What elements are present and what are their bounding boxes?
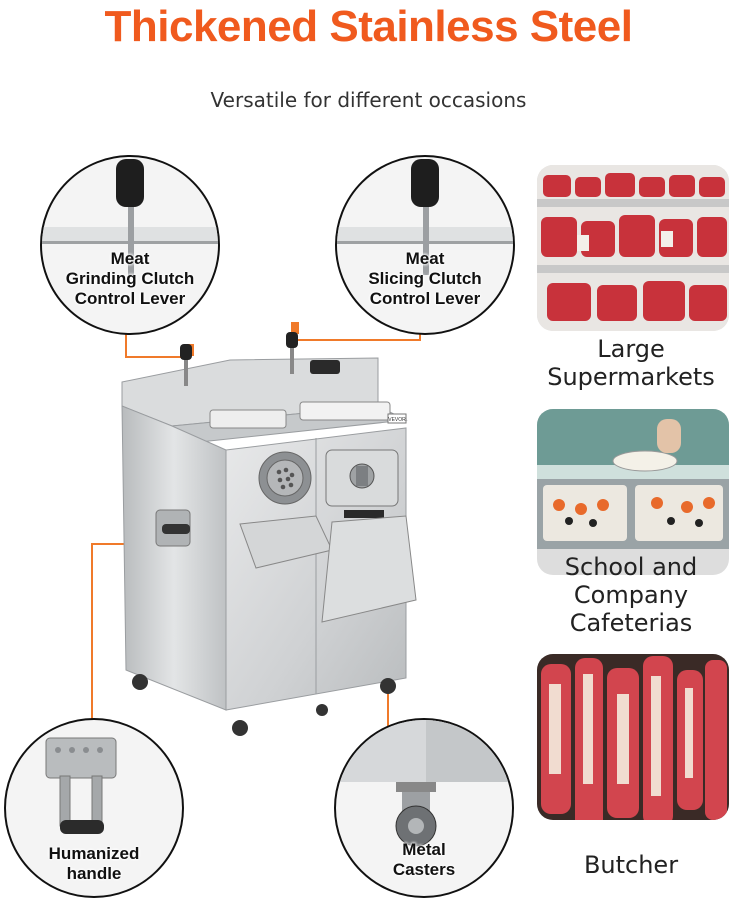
scene-supermarket	[537, 165, 729, 331]
scene-cafeteria	[537, 409, 729, 575]
scene-label-cafeteria-line3: Cafeterias	[569, 609, 693, 637]
scene-label-supermarket-line1: Large	[597, 335, 665, 363]
scene-butcher	[537, 654, 729, 820]
callout-slicing-line2: Slicing Clutch	[368, 269, 482, 288]
callout-casters-line2: Casters	[392, 860, 456, 879]
lever-knob-icon	[411, 159, 439, 207]
callout-casters: Metal Casters	[334, 718, 514, 898]
callout-handle-line1: Humanized	[48, 844, 140, 863]
callout-grinding-line3: Control Lever	[74, 289, 186, 308]
scene-label-cafeteria-line2: Company	[573, 581, 689, 609]
callout-casters-line1: Metal	[402, 840, 446, 859]
meat-grinder-slicer-machine: VEVOR	[121, 332, 417, 736]
scene-label-cafeteria-line1: School and	[564, 553, 698, 581]
callout-slicing-lever: Meat Slicing Clutch Control Lever	[335, 155, 515, 335]
page-title: Thickened Stainless Steel	[104, 2, 633, 51]
scene-label-supermarket-line2: Supermarkets	[547, 363, 715, 391]
handle-icon	[45, 737, 117, 779]
page-subtitle: Versatile for different occasions	[210, 88, 527, 112]
callout-handle-line2: handle	[66, 864, 122, 883]
brand-plate: VEVOR	[388, 417, 406, 423]
callout-grinding-lever: Meat Grinding Clutch Control Lever	[40, 155, 220, 335]
callout-handle: Humanized handle	[4, 718, 184, 898]
scene-label-butcher: Butcher	[583, 851, 679, 879]
lever-knob-icon	[116, 159, 144, 207]
callout-grinding-line1: Meat	[110, 249, 150, 268]
callout-grinding-line2: Grinding Clutch	[65, 269, 195, 288]
callout-slicing-line1: Meat	[405, 249, 445, 268]
callout-slicing-line3: Control Lever	[369, 289, 481, 308]
